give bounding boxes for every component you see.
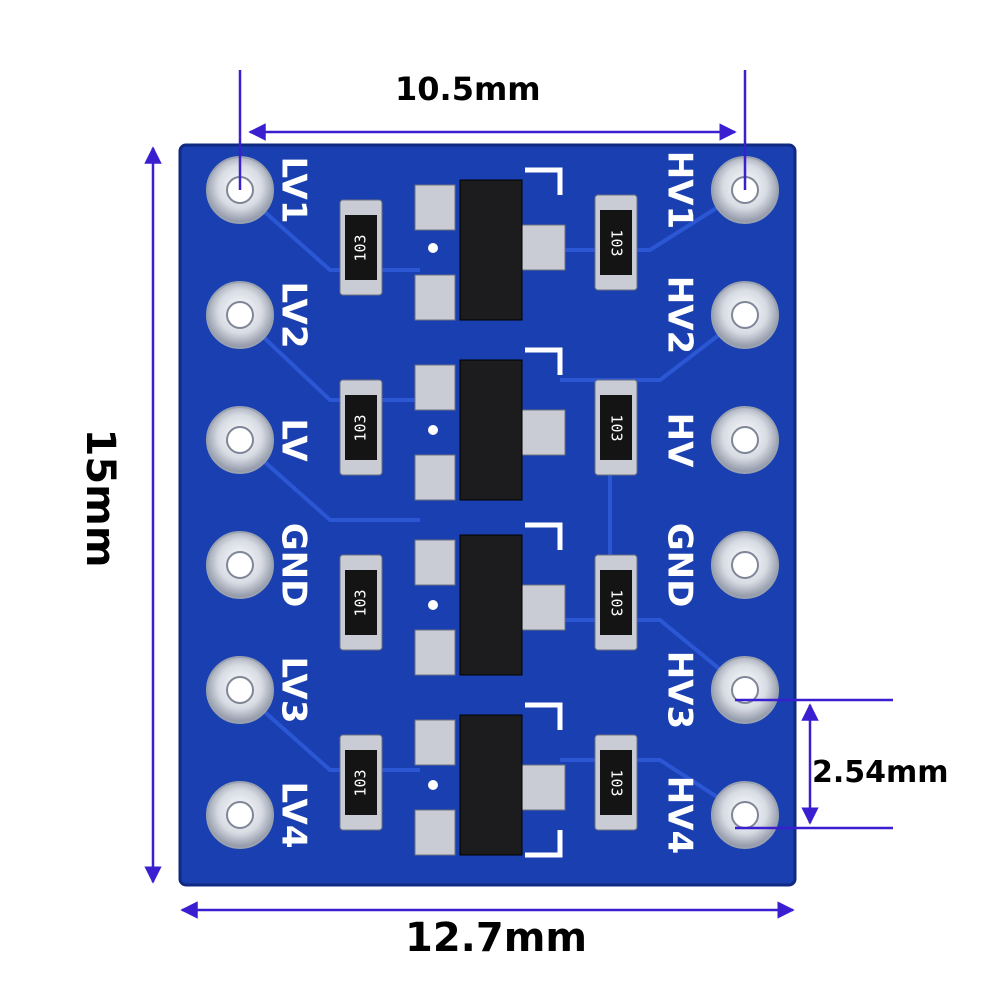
height-label: 15mm — [77, 428, 123, 568]
resistor-marking: 103 — [608, 229, 626, 256]
resistor-marking: 103 — [608, 769, 626, 796]
resistor-marking: 103 — [352, 769, 370, 796]
pin-pad-lv2 — [206, 281, 274, 349]
resistor-marking: 103 — [352, 414, 370, 441]
pin-pad-hv2 — [711, 281, 779, 349]
top-width-label: 10.5mm — [395, 70, 541, 108]
pin-pad-hv — [711, 406, 779, 474]
pin-pad-lv4 — [206, 781, 274, 849]
pin-pad-lv — [206, 406, 274, 474]
resistor-right-1: 103 — [594, 194, 638, 291]
pin-pitch-label: 2.54mm — [812, 755, 949, 790]
pin-pad-lv3 — [206, 656, 274, 724]
bottom-width-label: 12.7mm — [405, 915, 588, 961]
mosfet-3 — [414, 522, 566, 676]
resistor-left-3: 103 — [339, 554, 383, 651]
resistor-marking: 103 — [352, 234, 370, 261]
mosfet-2 — [414, 347, 566, 501]
label-hv1: HV1 — [660, 151, 700, 229]
label-lv3: LV3 — [274, 657, 314, 724]
label-lv1: LV1 — [274, 157, 314, 224]
resistor-right-4: 103 — [594, 734, 638, 831]
mosfet-1 — [414, 167, 566, 321]
right-pin-header — [711, 156, 779, 849]
pin-pad-hv4 — [711, 781, 779, 849]
resistor-right-3: 103 — [594, 554, 638, 651]
label-hv: HV — [660, 413, 700, 468]
resistor-left-2: 103 — [339, 379, 383, 476]
resistor-left-1: 103 — [339, 199, 383, 296]
label-hv4: HV4 — [660, 776, 700, 854]
label-gnd-right: GND — [660, 523, 700, 608]
label-lv2: LV2 — [274, 282, 314, 349]
label-lv4: LV4 — [274, 782, 314, 849]
resistor-marking: 103 — [608, 589, 626, 616]
resistor-marking: 103 — [608, 414, 626, 441]
label-hv3: HV3 — [660, 651, 700, 729]
label-gnd-left: GND — [274, 523, 314, 608]
resistor-marking: 103 — [352, 589, 370, 616]
resistor-right-2: 103 — [594, 379, 638, 476]
pcb-board — [178, 143, 797, 887]
mosfet-4 — [414, 702, 566, 858]
label-hv2: HV2 — [660, 276, 700, 354]
left-pin-header — [206, 156, 274, 849]
label-lv: LV — [274, 418, 314, 462]
pin-pad-hv3 — [711, 656, 779, 724]
pin-pad-gnd-right — [711, 531, 779, 599]
pin-pad-gnd-left — [206, 531, 274, 599]
resistor-left-4: 103 — [339, 734, 383, 831]
